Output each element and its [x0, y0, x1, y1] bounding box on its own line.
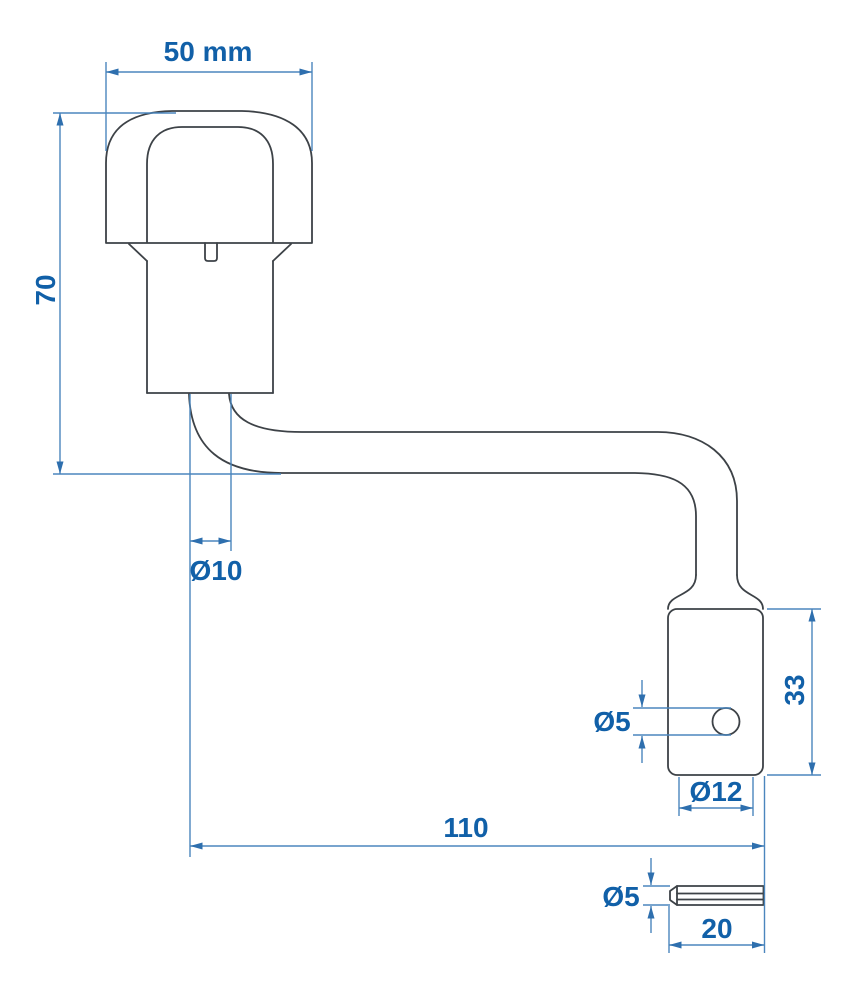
dim-overall-length: 110	[190, 776, 766, 953]
dim-label-pin-length: 20	[701, 913, 732, 944]
dim-socket-length: 33	[767, 608, 821, 776]
knob-chamfer-left	[128, 243, 148, 262]
dimension-annotations: 50 mm 70 Ø10 33	[30, 36, 821, 953]
knob-center-tab	[204, 242, 218, 262]
dim-pin-hole-diameter: Ø5	[593, 680, 731, 763]
knob-outer-profile	[105, 110, 313, 244]
dim-label-overall-length: 110	[443, 812, 488, 843]
tube-lower-contour	[188, 393, 697, 576]
dim-label-overall-height: 70	[30, 274, 61, 305]
socket-cylinder	[667, 608, 764, 776]
tube-upper-contour	[228, 393, 738, 576]
pin-hole	[711, 707, 741, 736]
dim-knob-width: 50 mm	[105, 36, 313, 151]
dim-label-pin-hole-diameter: Ø5	[593, 706, 630, 737]
dim-overall-height: 70	[30, 112, 281, 475]
dim-socket-bore: Ø12	[678, 776, 754, 816]
dim-label-socket-bore: Ø12	[690, 776, 743, 807]
dim-label-pin-diameter: Ø5	[602, 881, 639, 912]
knob-chamfer-right	[272, 243, 292, 262]
socket-flare-right	[736, 574, 764, 610]
dim-label-socket-length: 33	[779, 674, 810, 705]
dim-pin-length: 20	[668, 906, 765, 953]
part-outline	[105, 110, 765, 906]
dim-label-knob-width: 50 mm	[164, 36, 253, 67]
spring-pin-outline	[669, 885, 765, 906]
dim-tube-diameter: Ø10	[189, 394, 243, 857]
dim-label-tube-diameter: Ø10	[190, 555, 243, 586]
dim-pin-diameter: Ø5	[602, 858, 670, 933]
knob-inner-arch	[146, 126, 274, 243]
socket-flare-left	[667, 574, 697, 610]
